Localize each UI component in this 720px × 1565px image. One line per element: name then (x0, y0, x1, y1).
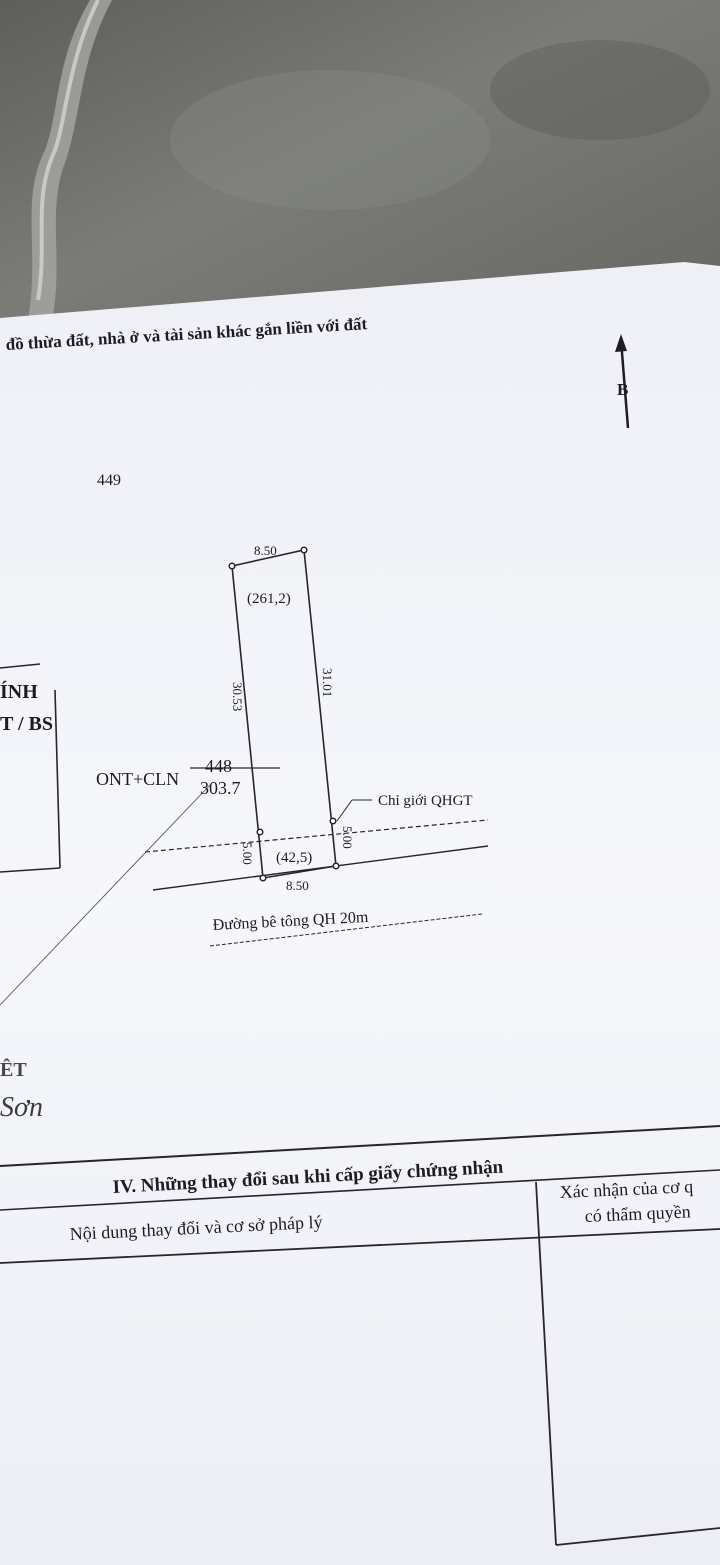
table-bottom-rule (555, 1527, 720, 1546)
side-stamp-line2: T / BS (0, 713, 53, 735)
stone-vein (28, 0, 112, 320)
road-line-upper (144, 819, 489, 853)
table-top-rule (0, 1125, 720, 1167)
stone-patch (170, 70, 490, 210)
table-header-rule (0, 1228, 720, 1264)
setback-pointer (336, 799, 353, 822)
parcel-area-label: 303.7 (200, 778, 241, 798)
north-arrow-icon: B (615, 334, 630, 429)
side-fragment-text: ÊT (0, 1057, 27, 1081)
setback-right-label: 5.00 (340, 826, 355, 849)
left-length-label: 30.53 (230, 682, 245, 711)
plot-corner-markers (228, 546, 340, 882)
bottom-width-label: 8.50 (286, 878, 309, 893)
neighbor-parcel-number: 449 (97, 472, 121, 489)
road-label-underline (209, 913, 483, 947)
main-area-label: (261,2) (247, 591, 291, 607)
side-stamp-line1: ÍNH (0, 680, 38, 703)
stone-patch (490, 40, 710, 140)
road-line-lower (152, 845, 489, 891)
table-column-divider (535, 1181, 557, 1546)
table-col2-header-line2: có thẩm quyền (584, 1201, 691, 1226)
setback-label: Chỉ giới QHGT (378, 793, 473, 809)
right-length-label: 31.01 (320, 668, 335, 697)
signature-fragment: Sơn (0, 1092, 43, 1123)
stone-vein-light (36, 0, 100, 301)
changes-table (0, 1125, 720, 1546)
setback-area-label: (42,5) (276, 850, 312, 866)
table-title-rule (0, 1169, 720, 1211)
setback-left-label: 5.00 (240, 842, 255, 865)
diagonal-line (0, 784, 211, 1006)
land-use-label: ONT+CLN (96, 769, 179, 789)
compass-north-label: B (617, 380, 628, 399)
parcel-number-label: 448 (205, 756, 232, 776)
side-stamp-box: ÍNH T / BS (0, 663, 61, 873)
top-width-label: 8.50 (254, 543, 277, 558)
